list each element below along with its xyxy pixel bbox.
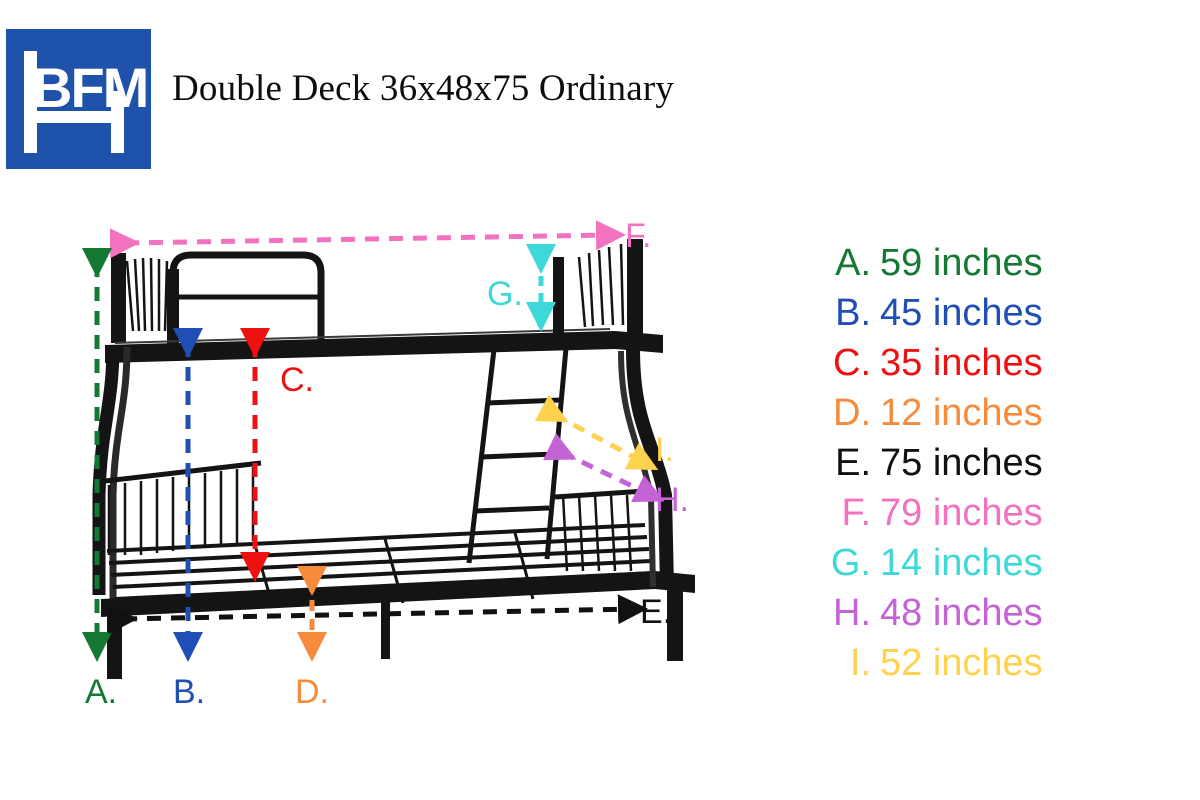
legend-value-F: 79 inches (880, 492, 1043, 534)
legend-key-G: G. (830, 542, 871, 584)
marker-label-A: A. (85, 673, 117, 711)
marker-label-F: F. (625, 217, 651, 255)
legend-item-F: F. 79 inches (818, 488, 1148, 538)
legend-item-B: B. 45 inches (818, 288, 1148, 338)
upper-guard-rail (169, 251, 325, 347)
legend-item-I: I. 52 inches (818, 638, 1148, 688)
upper-headboard-spindles (125, 257, 169, 332)
upper-right-inner-post (553, 257, 564, 339)
legend-item-A: A. 59 inches (818, 238, 1148, 288)
legend-key-F: F. (841, 492, 871, 534)
dimension-marker-G: G. (487, 244, 556, 332)
legend-value-B: 45 inches (880, 292, 1043, 334)
legend-item-C: C. 35 inches (818, 338, 1148, 388)
marker-label-B: B. (173, 673, 205, 711)
page-title: Double Deck 36x48x75 Ordinary (172, 68, 675, 109)
legend-value-E: 75 inches (880, 442, 1043, 484)
dimension-marker-C: C. (240, 328, 314, 582)
bed-frame-logo-icon: BFM (24, 51, 149, 153)
bunk-bed-diagram: F. A. B. C. D. (55, 195, 755, 725)
lower-left-leg (107, 609, 122, 679)
upper-left-post (111, 253, 126, 343)
lower-right-rail-top (554, 488, 646, 500)
svg-text:BFM: BFM (32, 56, 147, 119)
legend-value-C: 35 inches (880, 342, 1043, 384)
legend-value-D: 12 inches (880, 392, 1043, 434)
marker-label-D: D. (295, 673, 329, 711)
header: BFM Double Deck 36x48x75 Ordinary (0, 0, 1200, 180)
marker-label-I: I. (655, 431, 674, 469)
legend-item-E: E. 75 inches (818, 438, 1148, 488)
legend-value-G: 14 inches (880, 542, 1043, 584)
dimension-legend: A. 59 inches B. 45 inches C. 35 inches D… (818, 238, 1148, 688)
legend-key-I: I. (849, 642, 871, 684)
legend-value-A: 59 inches (880, 242, 1043, 284)
legend-value-I: 52 inches (880, 642, 1043, 684)
marker-label-G: G. (487, 275, 523, 313)
marker-label-H: H. (655, 481, 689, 519)
guard-rail-post (167, 269, 179, 349)
left-curved-post-inner (109, 346, 131, 599)
legend-key-H: H. (833, 592, 871, 634)
upper-footboard-spindles (577, 243, 625, 328)
legend-key-A: A. (835, 242, 871, 284)
legend-value-H: 48 inches (880, 592, 1043, 634)
marker-label-E: E. (640, 593, 672, 631)
dimension-marker-I: I. (534, 394, 674, 471)
dimension-marker-H: H. (543, 433, 689, 519)
dimension-marker-D: D. (295, 566, 329, 711)
legend-item-H: H. 48 inches (818, 588, 1148, 638)
lower-right-leg (667, 583, 683, 661)
legend-key-D: D. (833, 392, 871, 434)
legend-item-G: G. 14 inches (818, 538, 1148, 588)
lower-right-spindles (561, 494, 633, 572)
legend-key-C: C. (833, 342, 871, 384)
dimension-marker-E: E. (107, 593, 672, 635)
bunk-bed-illustration: F. A. B. C. D. (82, 217, 695, 711)
upper-right-post (627, 239, 643, 349)
legend-item-D: D. 12 inches (818, 388, 1148, 438)
dimension-marker-F: F. (109, 217, 651, 259)
legend-key-E: E. (835, 442, 871, 484)
bfm-logo: BFM (6, 29, 151, 169)
dimension-marker-A: A. (82, 248, 117, 711)
marker-label-C: C. (280, 361, 314, 399)
legend-key-B: B. (835, 292, 871, 334)
lower-center-leg (381, 589, 390, 659)
